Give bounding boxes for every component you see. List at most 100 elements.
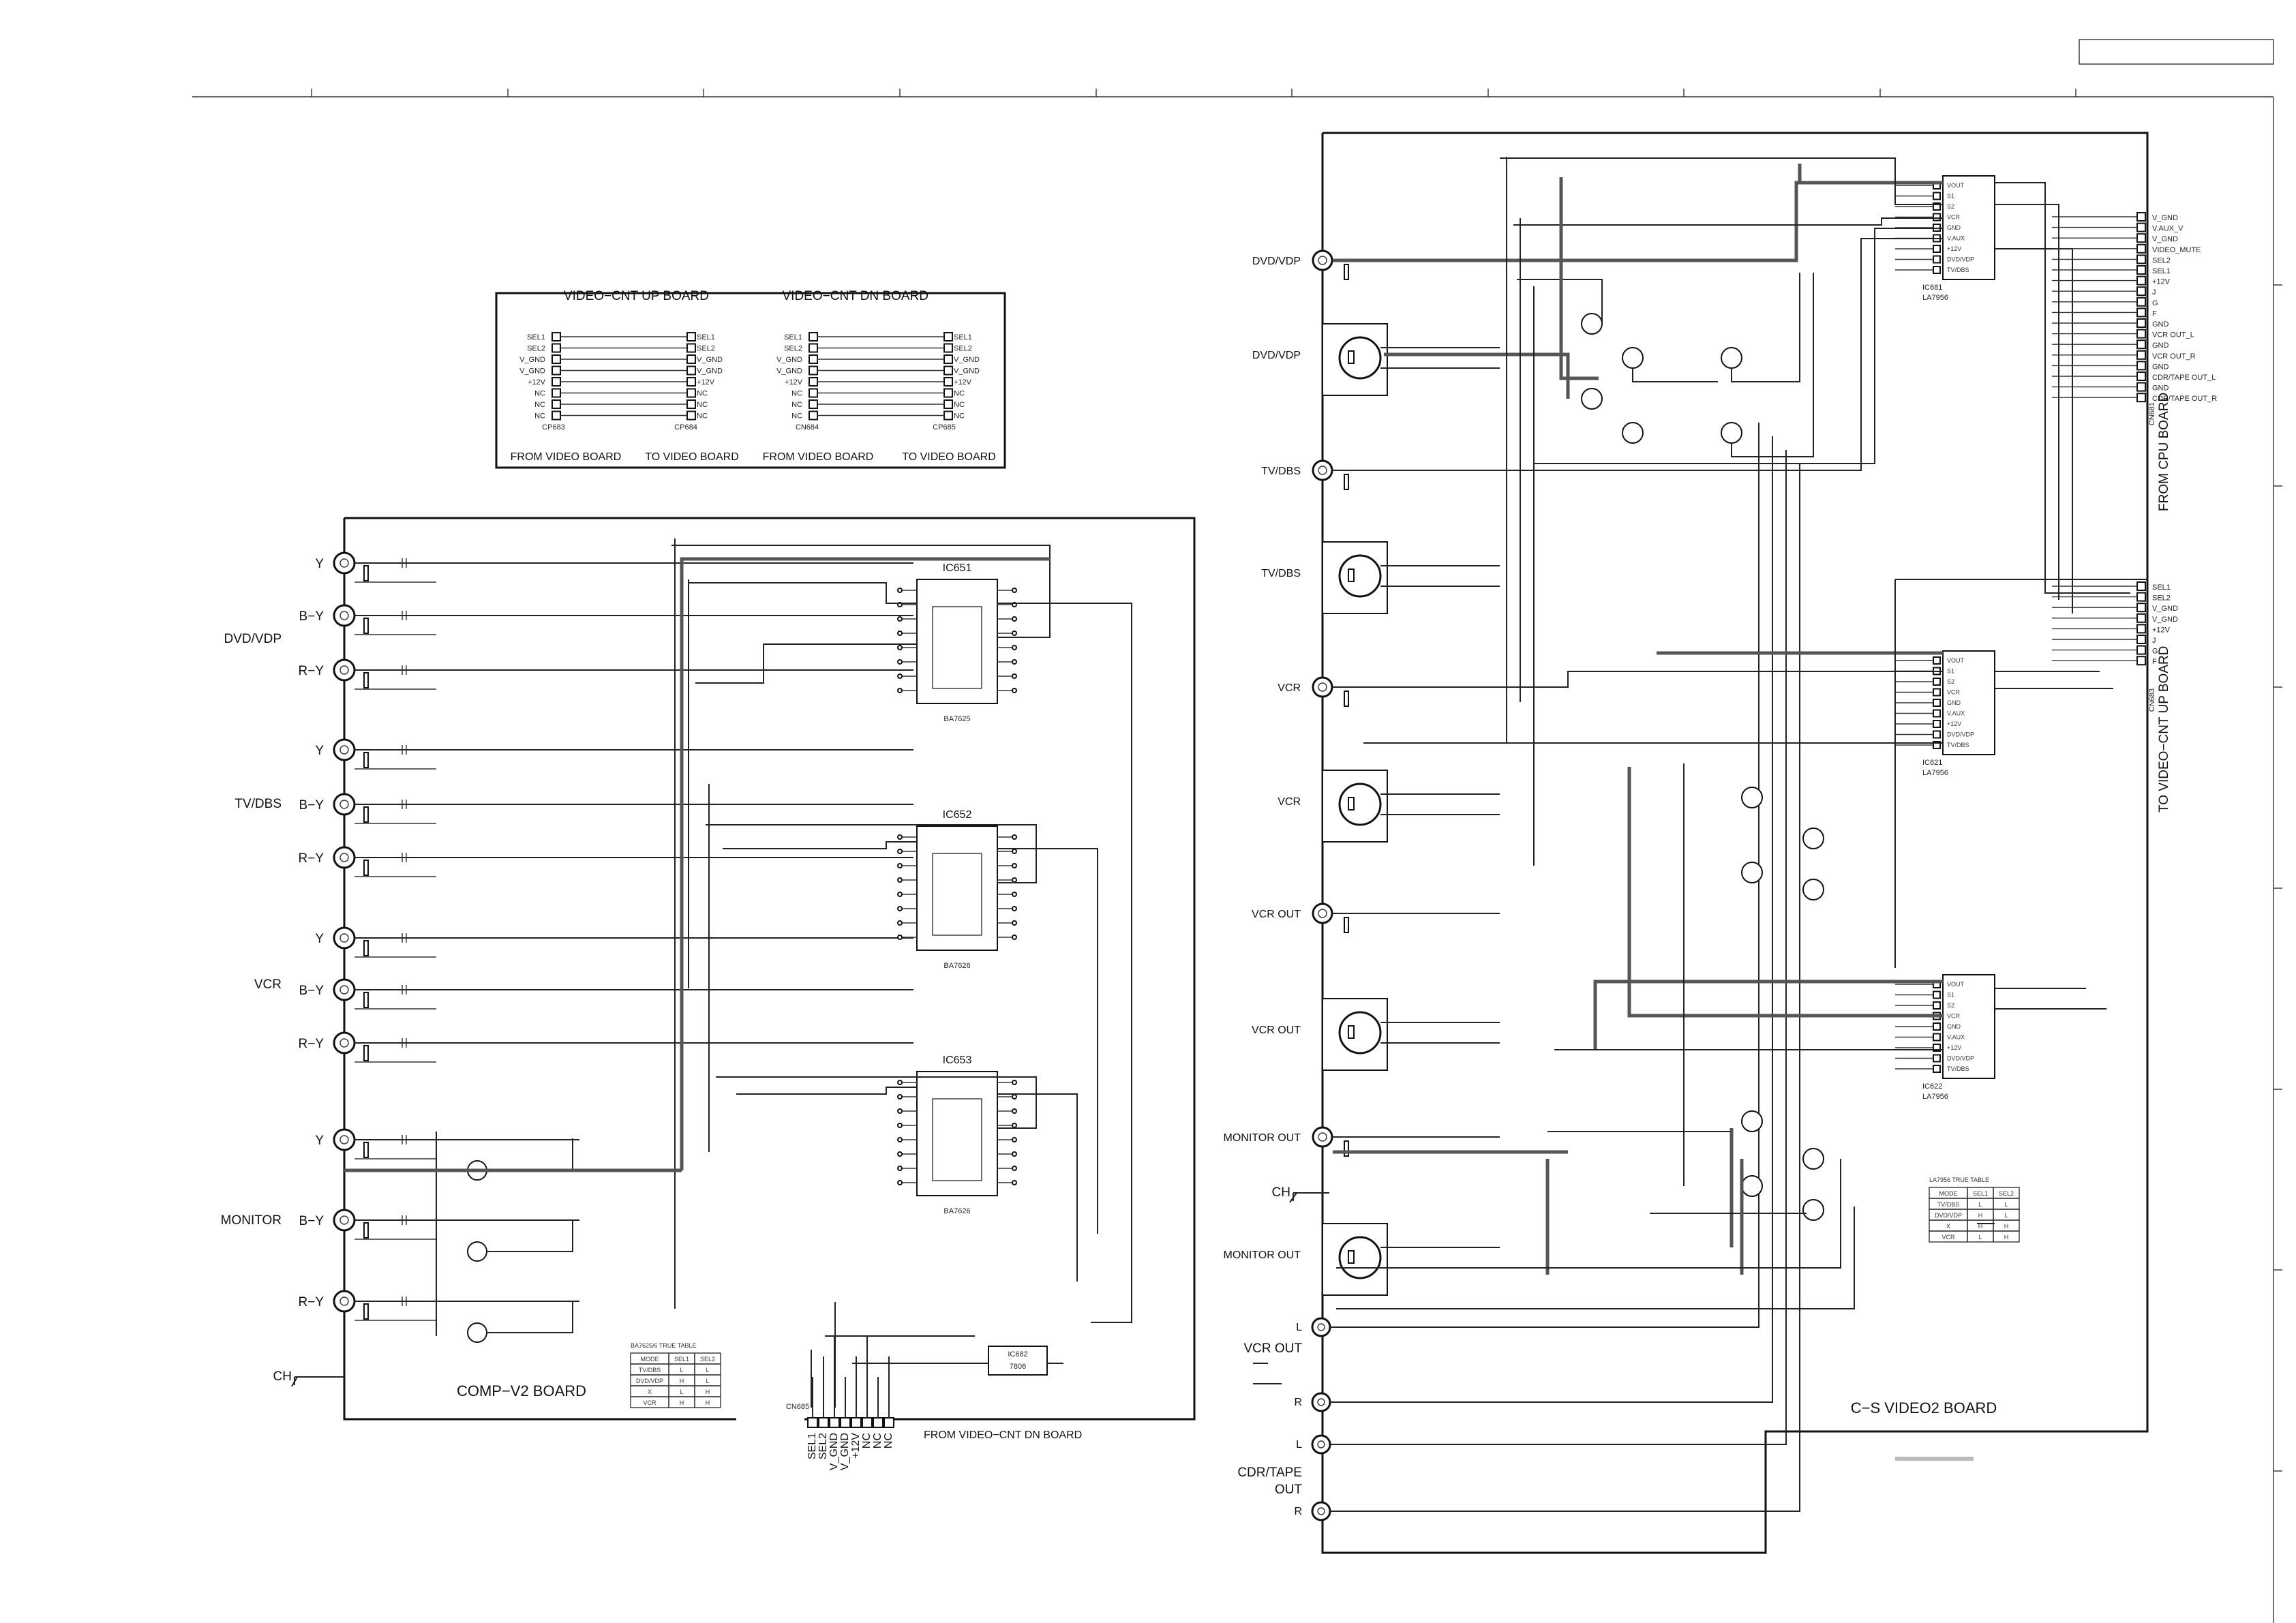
cnt-pin-label: NC — [697, 390, 708, 398]
cnt-caption-2: TO VIDEO BOARD — [645, 451, 739, 463]
cs-ic-pin-label: S2 — [1947, 678, 1954, 685]
ic-pin-pad — [1012, 863, 1017, 868]
svideo-jack — [1338, 336, 1382, 380]
cs-ic-pin-label: S1 — [1947, 668, 1954, 675]
comp-truth-title: BA7625/6 TRUE TABLE — [631, 1342, 697, 1349]
cs-board-title: C−S VIDEO2 BOARD — [1851, 1399, 1997, 1416]
comp-group-label-dvd: DVD/VDP — [224, 632, 282, 646]
svideo-pin — [1348, 568, 1355, 582]
ic-pin-pad — [897, 1180, 903, 1185]
cn683-caption: TO VIDEO−CNT UP BOARD — [2157, 646, 2171, 813]
cn685-pin-label: V_GND — [828, 1433, 840, 1470]
ic622-ref: IC622 — [1922, 1082, 1942, 1091]
comp-board-title: COMP−V2 BOARD — [457, 1382, 586, 1399]
comp-truth-text: TV/DBS — [639, 1367, 661, 1374]
cs-truth-text: H — [1978, 1212, 1983, 1219]
audio-left-label-1: L — [1296, 1322, 1302, 1333]
cnt-pin-label: V_GND — [697, 356, 723, 364]
ic-pin-pad — [897, 1108, 903, 1114]
cnt-pin-box — [552, 377, 561, 386]
cs-ic-pin-label: TV/DBS — [1947, 742, 1969, 748]
svideo-jack — [1338, 1011, 1382, 1055]
ic652-part: BA7626 — [943, 962, 970, 970]
ic-pin-pad — [897, 892, 903, 897]
ic-pin-pad — [897, 645, 903, 650]
cs-ic-pin-label: VCR — [1947, 1013, 1961, 1020]
cs-jack-center — [1318, 466, 1327, 475]
video-cnt-up-title: VIDEO−CNT UP BOARD — [564, 289, 709, 303]
cn681-pin-label: GND — [2152, 320, 2169, 329]
cn681-pin-box — [2136, 222, 2146, 232]
ic-pin-pad — [897, 920, 903, 926]
cs-routing — [1333, 157, 2147, 1309]
cs-jack-label: VCR — [1278, 796, 1301, 808]
cs-ic-pin-box — [1933, 1065, 1941, 1073]
cn685-pin-label: V_GND — [839, 1433, 851, 1470]
comp-input-jack — [333, 551, 356, 575]
comp-group-label-monitor: MONITOR — [221, 1213, 282, 1228]
cnt-pin-box — [809, 377, 818, 386]
comp-channel-label: Y — [315, 744, 324, 758]
cn685-pin-label: SEL1 — [806, 1433, 818, 1459]
ic-pin-pad — [1012, 892, 1017, 897]
ic622-part: LA7956 — [1922, 1093, 1948, 1101]
cs-composite-jack — [1312, 459, 1333, 481]
cs-truth-text: H — [2004, 1223, 2009, 1230]
cs-ic-pin-label: DVD/VDP — [1947, 1055, 1974, 1062]
cs-composite-jack — [1312, 249, 1333, 271]
ic-pin-pad — [1012, 588, 1017, 593]
cnt-pin-box — [943, 365, 953, 376]
comp-jack-center — [339, 933, 349, 943]
cs-ic-pin-label: S2 — [1947, 1002, 1954, 1009]
cn681-ref: CN681 — [2148, 402, 2156, 425]
ic-pin-pad — [897, 631, 903, 636]
comp-jack-center — [339, 1215, 349, 1225]
cs-resistor — [1344, 264, 1349, 280]
ic-pin-pad — [1012, 1094, 1017, 1099]
cs-ic-pin-label: V.AUX — [1947, 710, 1965, 717]
cs-truth-text: H — [2004, 1234, 2009, 1241]
cn681-pin-label: GND — [2152, 363, 2169, 371]
cnt-pin-box — [686, 377, 696, 386]
cs-ic-pin-label: S2 — [1947, 203, 1954, 210]
comp-resistor — [363, 618, 369, 634]
comp-input-rows: YB−YR−YYB−YR−YYB−YR−YYB−YR−Y — [299, 551, 913, 1321]
comp-jack-center — [339, 1038, 349, 1048]
cdr-out-label-2: OUT — [1275, 1483, 1303, 1497]
audio-left-label-2: L — [1296, 1439, 1302, 1451]
cs-ic-pin-box — [1933, 245, 1941, 253]
ic-pin-pad — [1012, 935, 1017, 940]
cnt-pin-box — [552, 332, 561, 342]
cs-ic-pin-box — [1933, 709, 1941, 718]
cn685-pin-label: +12V — [850, 1433, 862, 1459]
cnt-pin-box — [552, 343, 561, 353]
cs-truth-title: LA7956 TRUE TABLE — [1929, 1177, 1989, 1183]
cs-jack-label: VCR OUT — [1252, 1025, 1301, 1036]
comp-resistor — [363, 806, 369, 823]
ic682-ref: IC682 — [1008, 1350, 1027, 1359]
cs-ic-pin-label: VOUT — [1947, 981, 1965, 988]
comp-truth-text: VCR — [643, 1399, 656, 1406]
ic-pin-pad — [897, 935, 903, 940]
cn681-pin-box — [2136, 212, 2146, 222]
cnt-pin-label: NC — [954, 390, 965, 398]
cs-composite-jack — [1312, 902, 1333, 924]
ic652: IC652 BA7626 — [916, 809, 998, 970]
ic-pin-pad — [897, 1080, 903, 1085]
ic-pin-pad — [1012, 645, 1017, 650]
comp-truth-text: L — [680, 1389, 683, 1395]
cnt-pin-label: SEL2 — [954, 345, 972, 353]
cnt-pin-label: V_GND — [776, 356, 802, 364]
cn683-pin-box — [2136, 645, 2146, 655]
ic-pin-pad — [1012, 920, 1017, 926]
cs-ic-pins: VOUTS1S2VCRGNDV.AUX+12VDVD/VDPTV/DBSVOUT… — [1895, 181, 1974, 1073]
svideo-pin — [1348, 1250, 1355, 1264]
cnt-pin-label: SEL2 — [784, 345, 802, 353]
comp-v2-board: COMP−V2 BOARD DVD/VDP TV/DBS VCR MONITOR… — [221, 517, 1196, 1470]
ic-pin-pad — [1012, 1151, 1017, 1157]
cnt-pin-label: V_GND — [954, 356, 980, 364]
comp-channel-label: B−Y — [299, 984, 324, 998]
cn681-pin-label: V_GND — [2152, 235, 2178, 243]
cn681-pin-label: CDR/TAPE OUT_L — [2152, 374, 2216, 382]
